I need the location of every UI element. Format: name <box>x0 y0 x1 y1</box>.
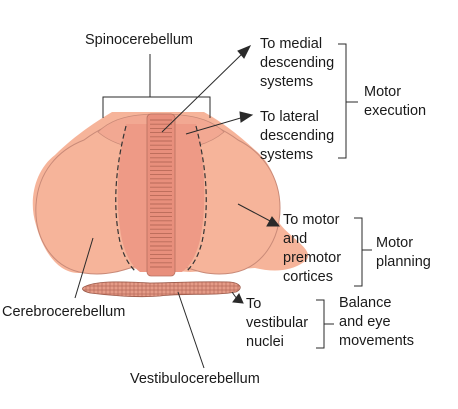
label-to-lateral-1: To lateral <box>260 109 319 125</box>
label-to-lateral-3: systems <box>260 147 313 163</box>
bracket-motor-planning <box>354 217 372 287</box>
label-cerebrocerebellum: Cerebrocerebellum <box>2 304 125 320</box>
spinocerebellum-bracket <box>102 54 211 118</box>
arrow-motor <box>237 203 273 223</box>
function-motor-execution-2: execution <box>364 103 426 119</box>
arrow-medial <box>161 51 245 133</box>
function-balance-1: Balance <box>339 295 391 311</box>
arrow-lateral <box>185 116 245 135</box>
label-spinocerebellum: Spinocerebellum <box>85 32 193 48</box>
vermis-folia <box>150 119 172 268</box>
function-balance-2: and eye <box>339 314 391 330</box>
bracket-balance <box>316 299 334 349</box>
label-to-medial-1: To medial <box>260 36 322 52</box>
function-balance-3: movements <box>339 333 414 349</box>
label-to-medial-3: systems <box>260 74 313 90</box>
leader-vestibulocerebellum <box>177 291 205 369</box>
label-vestibular-1: To <box>246 296 261 312</box>
label-motor-cortices-1: To motor <box>283 212 340 228</box>
label-motor-cortices-2: and <box>283 231 307 247</box>
arrowhead-motor <box>266 216 281 227</box>
arrowhead-lateral <box>239 111 254 123</box>
arrowhead-vestibular <box>232 293 244 304</box>
arrowhead-medial <box>237 45 252 59</box>
label-to-lateral-2: descending <box>260 128 334 144</box>
function-motor-planning-2: planning <box>376 254 431 270</box>
label-to-medial-2: descending <box>260 55 334 71</box>
vermis <box>146 113 176 277</box>
function-motor-execution-1: Motor <box>364 84 401 100</box>
label-motor-cortices-4: cortices <box>283 269 333 285</box>
flocculonodular-lobe <box>82 281 241 298</box>
label-vestibular-2: vestibular <box>246 315 308 331</box>
label-vestibulocerebellum: Vestibulocerebellum <box>130 371 260 387</box>
leader-cerebrocerebellum <box>74 237 94 299</box>
label-vestibular-3: nuclei <box>246 334 284 350</box>
bracket-motor-execution <box>338 43 358 159</box>
label-motor-cortices-3: premotor <box>283 250 341 266</box>
function-motor-planning-1: Motor <box>376 235 413 251</box>
